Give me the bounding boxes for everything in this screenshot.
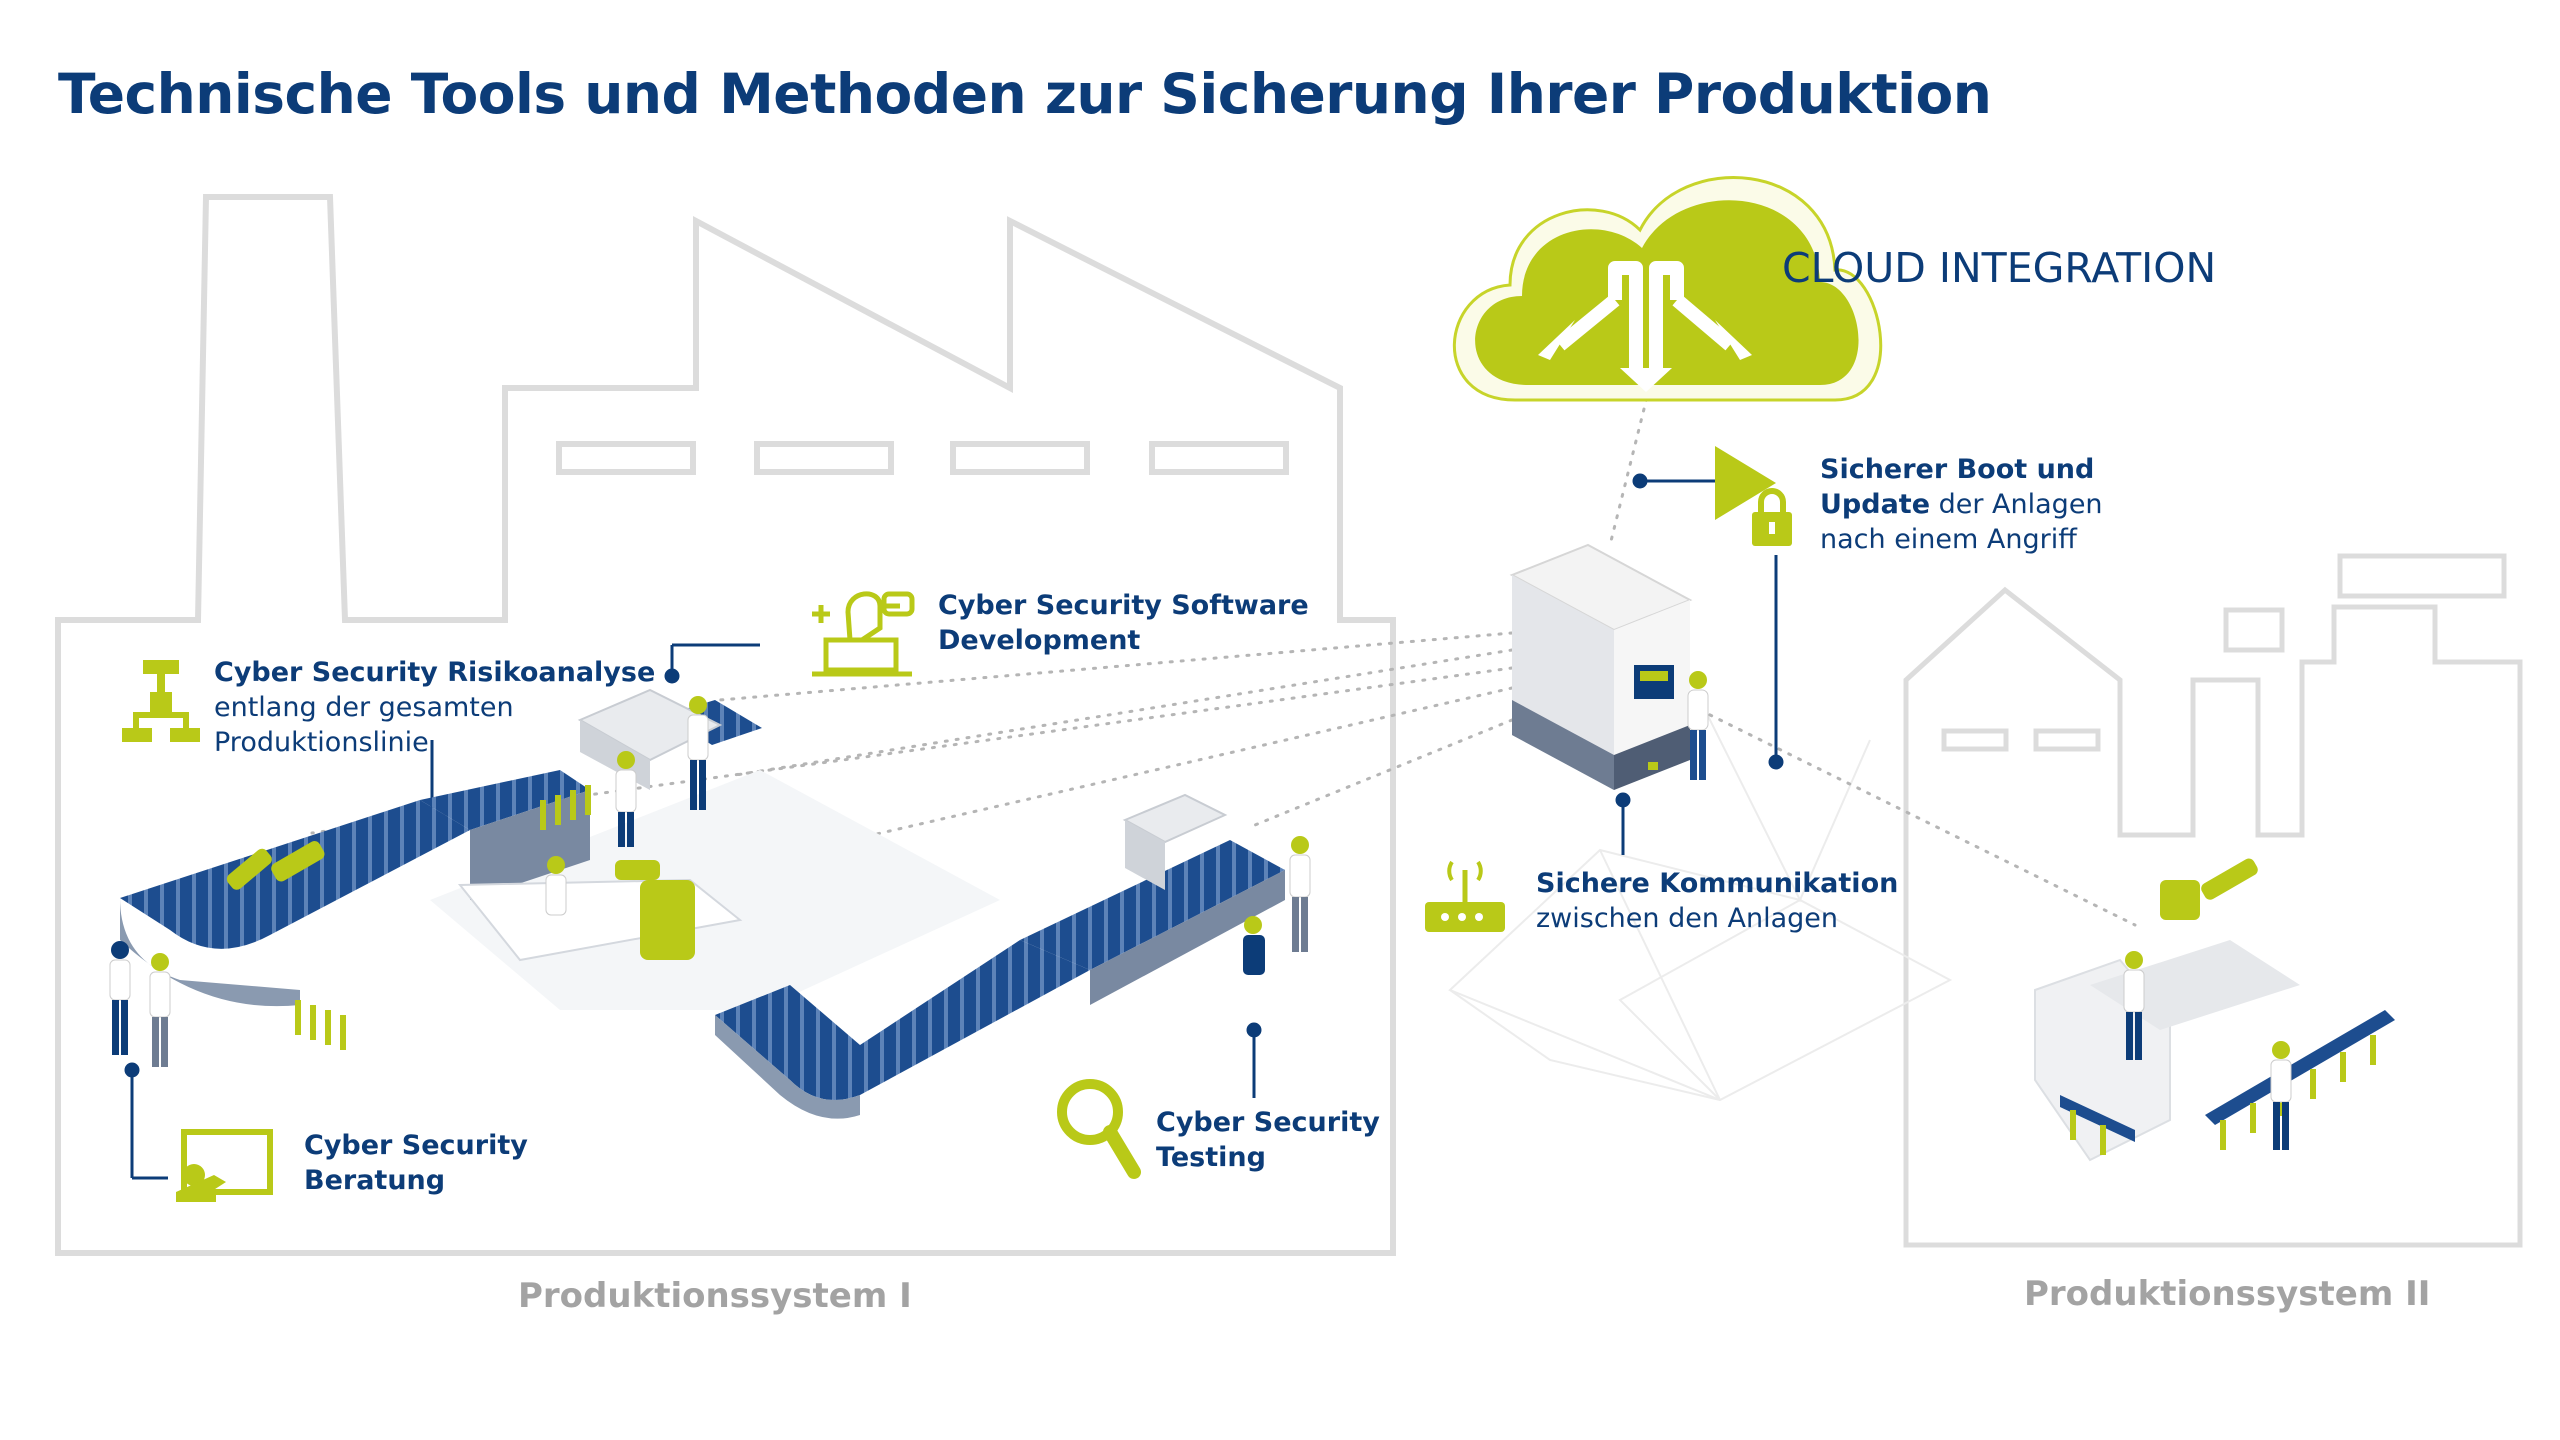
factory-one-outline (55, 194, 1396, 1256)
software-development-label: Cyber Security Software Development (938, 588, 1309, 658)
router-icon (1425, 860, 1505, 932)
secure-communication-label: Sichere Kommunikation zwischen den Anlag… (1536, 866, 1898, 936)
boot-line1: Sicherer Boot und (1820, 454, 2095, 485)
beratung-line2: Beratung (304, 1165, 446, 1196)
developer-icon (812, 591, 915, 677)
network-lines (1448, 699, 1953, 1102)
factory-two-outline (1903, 553, 2523, 1248)
cloud-arrows-icon (1452, 176, 1883, 402)
software-line1: Cyber Security Software (938, 590, 1309, 621)
play-lock-icon (1715, 446, 1792, 546)
kommunikation-title: Sichere Kommunikation (1536, 868, 1899, 899)
risikoanalyse-line2: entlang der gesamten (214, 692, 514, 723)
conveyor-system (109, 688, 2258, 1119)
testing-line1: Cyber Security (1156, 1107, 1380, 1138)
beratung-label: Cyber Security Beratung (304, 1128, 528, 1198)
risikoanalyse-title: Cyber Security Risikoanalyse (214, 657, 656, 688)
boot-line2-rest: der Anlagen (1930, 489, 2103, 520)
risikoanalyse-line3: Produktionslinie (214, 727, 429, 758)
software-line2: Development (938, 625, 1141, 656)
beratung-line1: Cyber Security (304, 1130, 528, 1161)
flowchart-icon (122, 660, 200, 742)
secure-boot-label: Sicherer Boot und Update der Anlagen nac… (1820, 452, 2103, 557)
worker-figure (1687, 671, 1709, 780)
risikoanalyse-label: Cyber Security Risikoanalyse entlang der… (214, 655, 655, 760)
kommunikation-line2: zwischen den Anlagen (1536, 903, 1839, 934)
production-system-one-label: Produktionssystem I (518, 1276, 912, 1316)
production-system-two-label: Produktionssystem II (2024, 1274, 2431, 1314)
server-cabinet (1509, 543, 1693, 790)
presentation-icon (176, 1129, 273, 1202)
testing-label: Cyber Security Testing (1156, 1105, 1380, 1175)
factory-two-interior (2034, 940, 2395, 1162)
boot-line2-bold: Update (1820, 489, 1931, 520)
boot-line3: nach einem Angriff (1820, 524, 2077, 555)
testing-line2: Testing (1156, 1142, 1266, 1173)
magnifier-icon (1057, 1079, 1141, 1179)
page-title: Technische Tools und Methoden zur Sicher… (58, 62, 1992, 126)
cloud-integration-label: CLOUD INTEGRATION (1782, 244, 2217, 292)
